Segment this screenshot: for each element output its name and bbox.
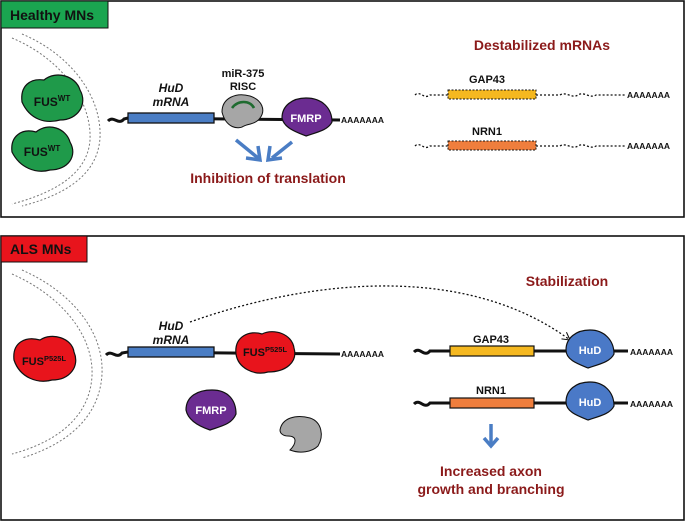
als-hud-label-line2: mRNA (153, 333, 190, 347)
fus-p525l-bound-label: FUSP525L (243, 345, 288, 359)
als-header-badge (0, 235, 88, 263)
fus-p525l-nuclear-label: FUSP525L (22, 354, 67, 368)
healthy-hud-cds-box (127, 112, 215, 124)
healthy-nrn1-box (447, 140, 537, 151)
healthy-header-badge (0, 0, 109, 29)
healthy-nrn1-label: NRN1 (472, 126, 502, 138)
inhibition-arrows (234, 138, 294, 163)
healthy-panel-frame (0, 0, 685, 218)
healthy-hud-mrna-strand (106, 116, 341, 123)
fus-p525l-bound (235, 331, 296, 374)
als-gap43-label: GAP43 (473, 334, 509, 346)
fus-wt-label-1: FUSWT (34, 94, 71, 109)
als-nucleus-membrane-inner (21, 269, 103, 459)
als-gap43-polya: AAAAAAA (630, 347, 673, 357)
mir375-label: miR-375 (222, 68, 265, 80)
als-panel: ALS MNs FUSP525L HuD mRNA FUSP525L AAAAA… (0, 235, 685, 521)
healthy-hud-label-line2: mRNA (153, 95, 190, 109)
als-nucleus-membrane-outer (11, 273, 93, 455)
als-hud-cds-box (127, 346, 215, 358)
risc-complex (221, 94, 264, 129)
als-gap43-box (449, 345, 535, 357)
fmrp-free (185, 389, 237, 431)
als-nrn1-strand (412, 400, 628, 407)
fmrp-bound (281, 97, 333, 137)
healthy-nrn1-strand (414, 143, 626, 149)
fmrp-free-label: FMRP (195, 405, 226, 417)
als-gap43-strand (412, 348, 628, 355)
healthy-gap43-label: GAP43 (469, 74, 505, 86)
increased-axon-label-line2: growth and branching (418, 481, 565, 497)
healthy-hud-label-line1: HuD (159, 81, 184, 95)
mir375-strand (230, 100, 256, 109)
stabilization-arrow (189, 285, 571, 341)
fus-wt-label-2: FUSWT (24, 144, 61, 159)
als-hud-mrna-strand (104, 350, 341, 357)
increase-arrow (482, 424, 500, 449)
hud-protein-2-label: HuD (579, 397, 602, 409)
hud-protein-1 (565, 329, 615, 369)
als-nrn1-label: NRN1 (476, 385, 506, 397)
healthy-gap43-polya: AAAAAAA (627, 90, 670, 100)
nucleus-membrane-outer (11, 37, 91, 205)
stabilization-title: Stabilization (526, 273, 608, 289)
risc-label: RISC (230, 81, 256, 93)
healthy-gap43-box (447, 89, 537, 100)
fus-wt-protein-2 (11, 126, 74, 172)
hud-protein-2 (565, 381, 615, 421)
als-nrn1-box (449, 397, 535, 409)
destabilized-mrnas-title: Destabilized mRNAs (474, 37, 610, 53)
als-hud-label-line1: HuD (159, 319, 184, 333)
healthy-nrn1-polya: AAAAAAA (627, 141, 670, 151)
fmrp-bound-label: FMRP (290, 113, 321, 125)
nucleus-membrane-inner (21, 33, 101, 207)
als-panel-frame (0, 235, 685, 521)
als-hud-polya: AAAAAAA (341, 349, 384, 359)
fus-wt-protein-1 (21, 74, 84, 123)
fus-p525l-nuclear (13, 335, 77, 382)
als-header-label: ALS MNs (10, 241, 72, 257)
increased-axon-label-line1: Increased axon (440, 463, 542, 479)
healthy-gap43-strand (414, 92, 626, 98)
healthy-hud-polya: AAAAAAA (341, 115, 384, 125)
hud-protein-1-label: HuD (579, 345, 602, 357)
healthy-panel: Healthy MNs FUSWT FUSWT HuD mRNA miR-375… (0, 0, 685, 218)
healthy-header-label: Healthy MNs (10, 7, 94, 23)
inhibition-of-translation-label: Inhibition of translation (190, 170, 346, 186)
als-nrn1-polya: AAAAAAA (630, 399, 673, 409)
risc-complex-free (279, 416, 322, 453)
